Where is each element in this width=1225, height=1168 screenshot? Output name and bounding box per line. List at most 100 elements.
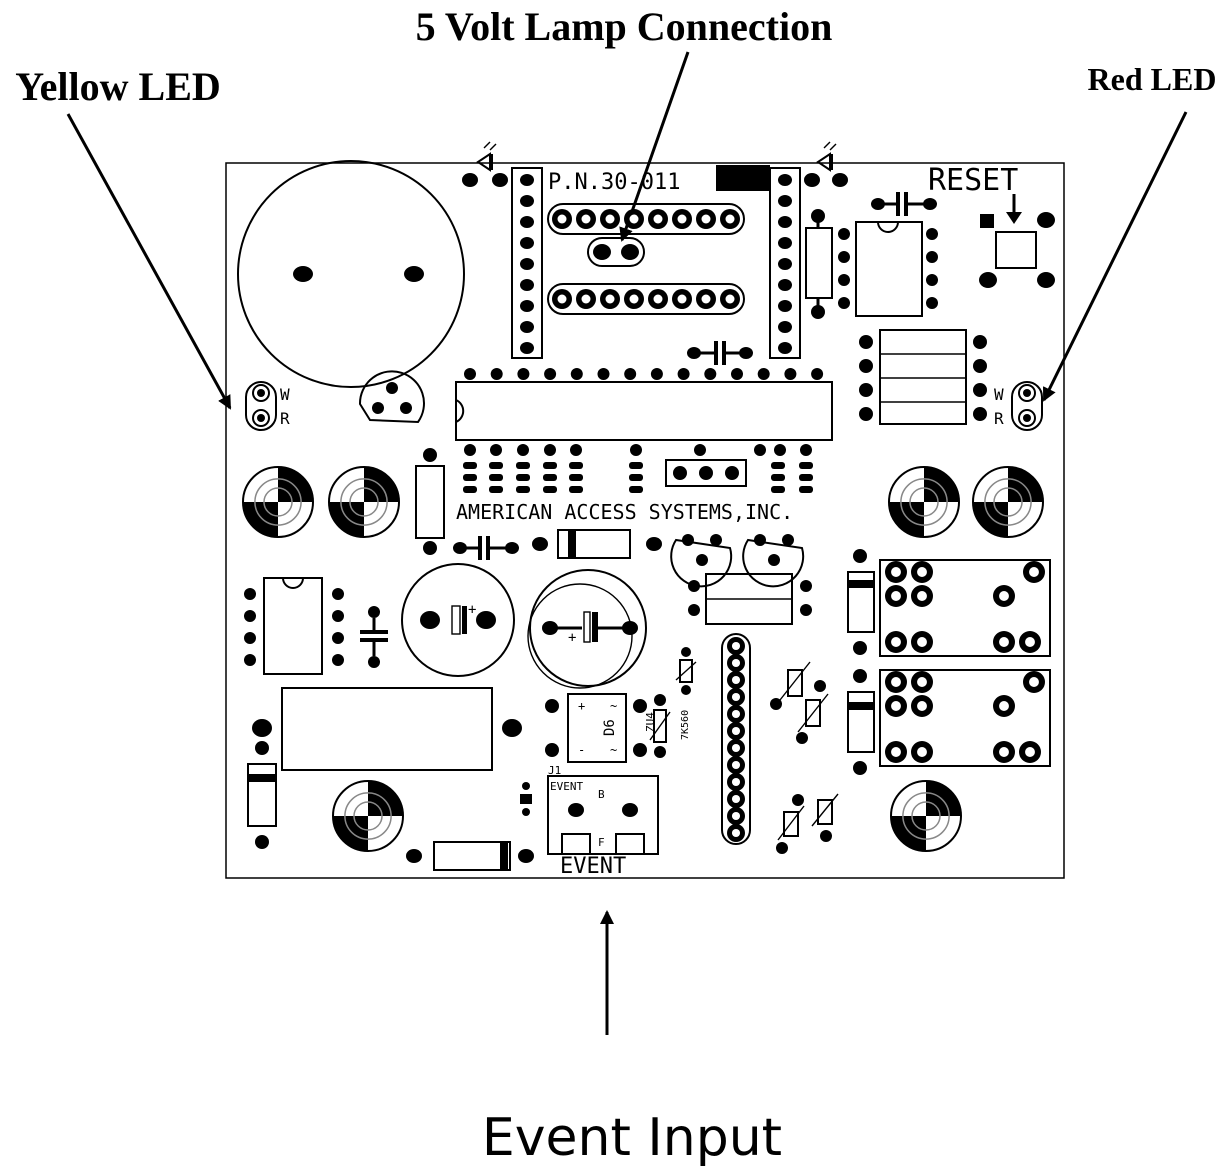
jumper-pad bbox=[463, 462, 477, 469]
fiducial-target bbox=[890, 780, 962, 852]
solder-pad bbox=[838, 251, 850, 263]
svg-text:J1: J1 bbox=[548, 764, 561, 777]
pad-hole bbox=[701, 214, 711, 224]
red-led-connector: W R bbox=[994, 381, 1043, 431]
relay-2 bbox=[879, 669, 1051, 767]
svg-text:+: + bbox=[468, 602, 476, 618]
jumper-pad bbox=[569, 474, 583, 481]
large-component bbox=[252, 687, 522, 771]
pad-hole bbox=[605, 294, 615, 304]
solder-pad bbox=[624, 368, 637, 380]
solder-pad bbox=[754, 444, 766, 456]
d6-label: D6 bbox=[602, 719, 618, 736]
pad-hole bbox=[917, 701, 927, 711]
pad-hole bbox=[731, 811, 741, 821]
pad-hole bbox=[917, 591, 927, 601]
solder-pad bbox=[650, 368, 663, 380]
solder-pad bbox=[778, 300, 792, 312]
jumper-pad bbox=[516, 474, 530, 481]
pad-hole bbox=[731, 709, 741, 719]
yellow-led-connector: W R bbox=[245, 381, 290, 431]
transistor-left bbox=[358, 370, 425, 424]
solder-pad bbox=[778, 258, 792, 270]
right-w-label: W bbox=[994, 385, 1004, 404]
jumper-pad bbox=[489, 486, 503, 493]
solder-pad bbox=[704, 368, 717, 380]
solder-pad bbox=[570, 368, 583, 380]
pad-hole bbox=[731, 777, 741, 787]
svg-text:~: ~ bbox=[610, 743, 617, 757]
svg-text:B: B bbox=[598, 788, 605, 801]
event-connector-j1: J1 EVENT B F bbox=[547, 764, 659, 855]
jumper-pad bbox=[489, 474, 503, 481]
svg-text:ZU4: ZU4 bbox=[644, 712, 657, 732]
solder-pad bbox=[800, 444, 812, 456]
capacitor-top bbox=[871, 192, 937, 216]
pad-hole bbox=[999, 701, 1009, 711]
pad-hole bbox=[557, 294, 567, 304]
lamp-connection-pins bbox=[547, 203, 745, 315]
varistor-right-1 bbox=[770, 661, 829, 744]
solder-pad bbox=[520, 216, 534, 228]
solder-pad bbox=[811, 368, 824, 380]
right-header bbox=[769, 167, 801, 359]
fiducial-target bbox=[972, 466, 1044, 538]
solder-pad bbox=[859, 383, 873, 397]
jumper-pad bbox=[516, 462, 530, 469]
svg-text:7K560: 7K560 bbox=[680, 710, 691, 740]
solder-pad bbox=[838, 228, 850, 240]
pad-hole bbox=[731, 641, 741, 651]
diode-right-2 bbox=[847, 669, 875, 775]
pad-hole bbox=[917, 677, 927, 687]
solder-pad bbox=[520, 321, 534, 333]
fiducial-target bbox=[242, 466, 314, 538]
pad-hole bbox=[557, 214, 567, 224]
svg-text:EVENT: EVENT bbox=[550, 780, 583, 793]
pad-hole bbox=[677, 214, 687, 224]
pad-hole bbox=[999, 637, 1009, 647]
varistor-right-2 bbox=[776, 793, 839, 854]
pad-hole bbox=[629, 294, 639, 304]
reset-switch bbox=[979, 194, 1055, 288]
red-led-arrow bbox=[1042, 111, 1188, 402]
solder-pad bbox=[778, 216, 792, 228]
jumper-pad bbox=[463, 474, 477, 481]
jumper-pad bbox=[463, 486, 477, 493]
jumper-pad bbox=[516, 486, 530, 493]
jumper-pad bbox=[799, 474, 813, 481]
pad-hole bbox=[725, 214, 735, 224]
solder-pad bbox=[838, 297, 850, 309]
solder-pad bbox=[973, 407, 987, 421]
fiducial-target bbox=[328, 466, 400, 538]
resistor-mid bbox=[415, 448, 445, 555]
solder-pad bbox=[778, 174, 792, 186]
pad-hole bbox=[891, 637, 901, 647]
pad-hole bbox=[731, 760, 741, 770]
fiducial-target bbox=[332, 780, 404, 852]
main-ic bbox=[455, 368, 833, 456]
pad-hole bbox=[605, 214, 615, 224]
ic-left bbox=[244, 577, 344, 675]
solder-pad bbox=[597, 368, 610, 380]
svg-text:+: + bbox=[578, 699, 585, 713]
pad-hole bbox=[677, 294, 687, 304]
transistor-center-2 bbox=[742, 534, 805, 588]
buzzer-pad-1 bbox=[293, 266, 313, 282]
left-w-label: W bbox=[280, 385, 290, 404]
yellow-led-arrow bbox=[66, 113, 232, 410]
jumper-pad bbox=[771, 486, 785, 493]
solder-pad bbox=[926, 297, 938, 309]
solder-pad bbox=[570, 444, 582, 456]
jumper-pad bbox=[771, 462, 785, 469]
pad-hole bbox=[731, 658, 741, 668]
jumper-pad bbox=[629, 486, 643, 493]
solder-pad bbox=[490, 444, 502, 456]
left-header-pads bbox=[520, 174, 534, 354]
pad-hole bbox=[731, 726, 741, 736]
jumper-pad bbox=[629, 462, 643, 469]
solder-pad bbox=[332, 610, 344, 622]
red-led-footprint bbox=[804, 141, 848, 187]
solder-pad bbox=[464, 444, 476, 456]
svg-text:+: + bbox=[568, 630, 576, 646]
bridge-rectifier: + - ~ ~ D6 bbox=[545, 693, 647, 763]
